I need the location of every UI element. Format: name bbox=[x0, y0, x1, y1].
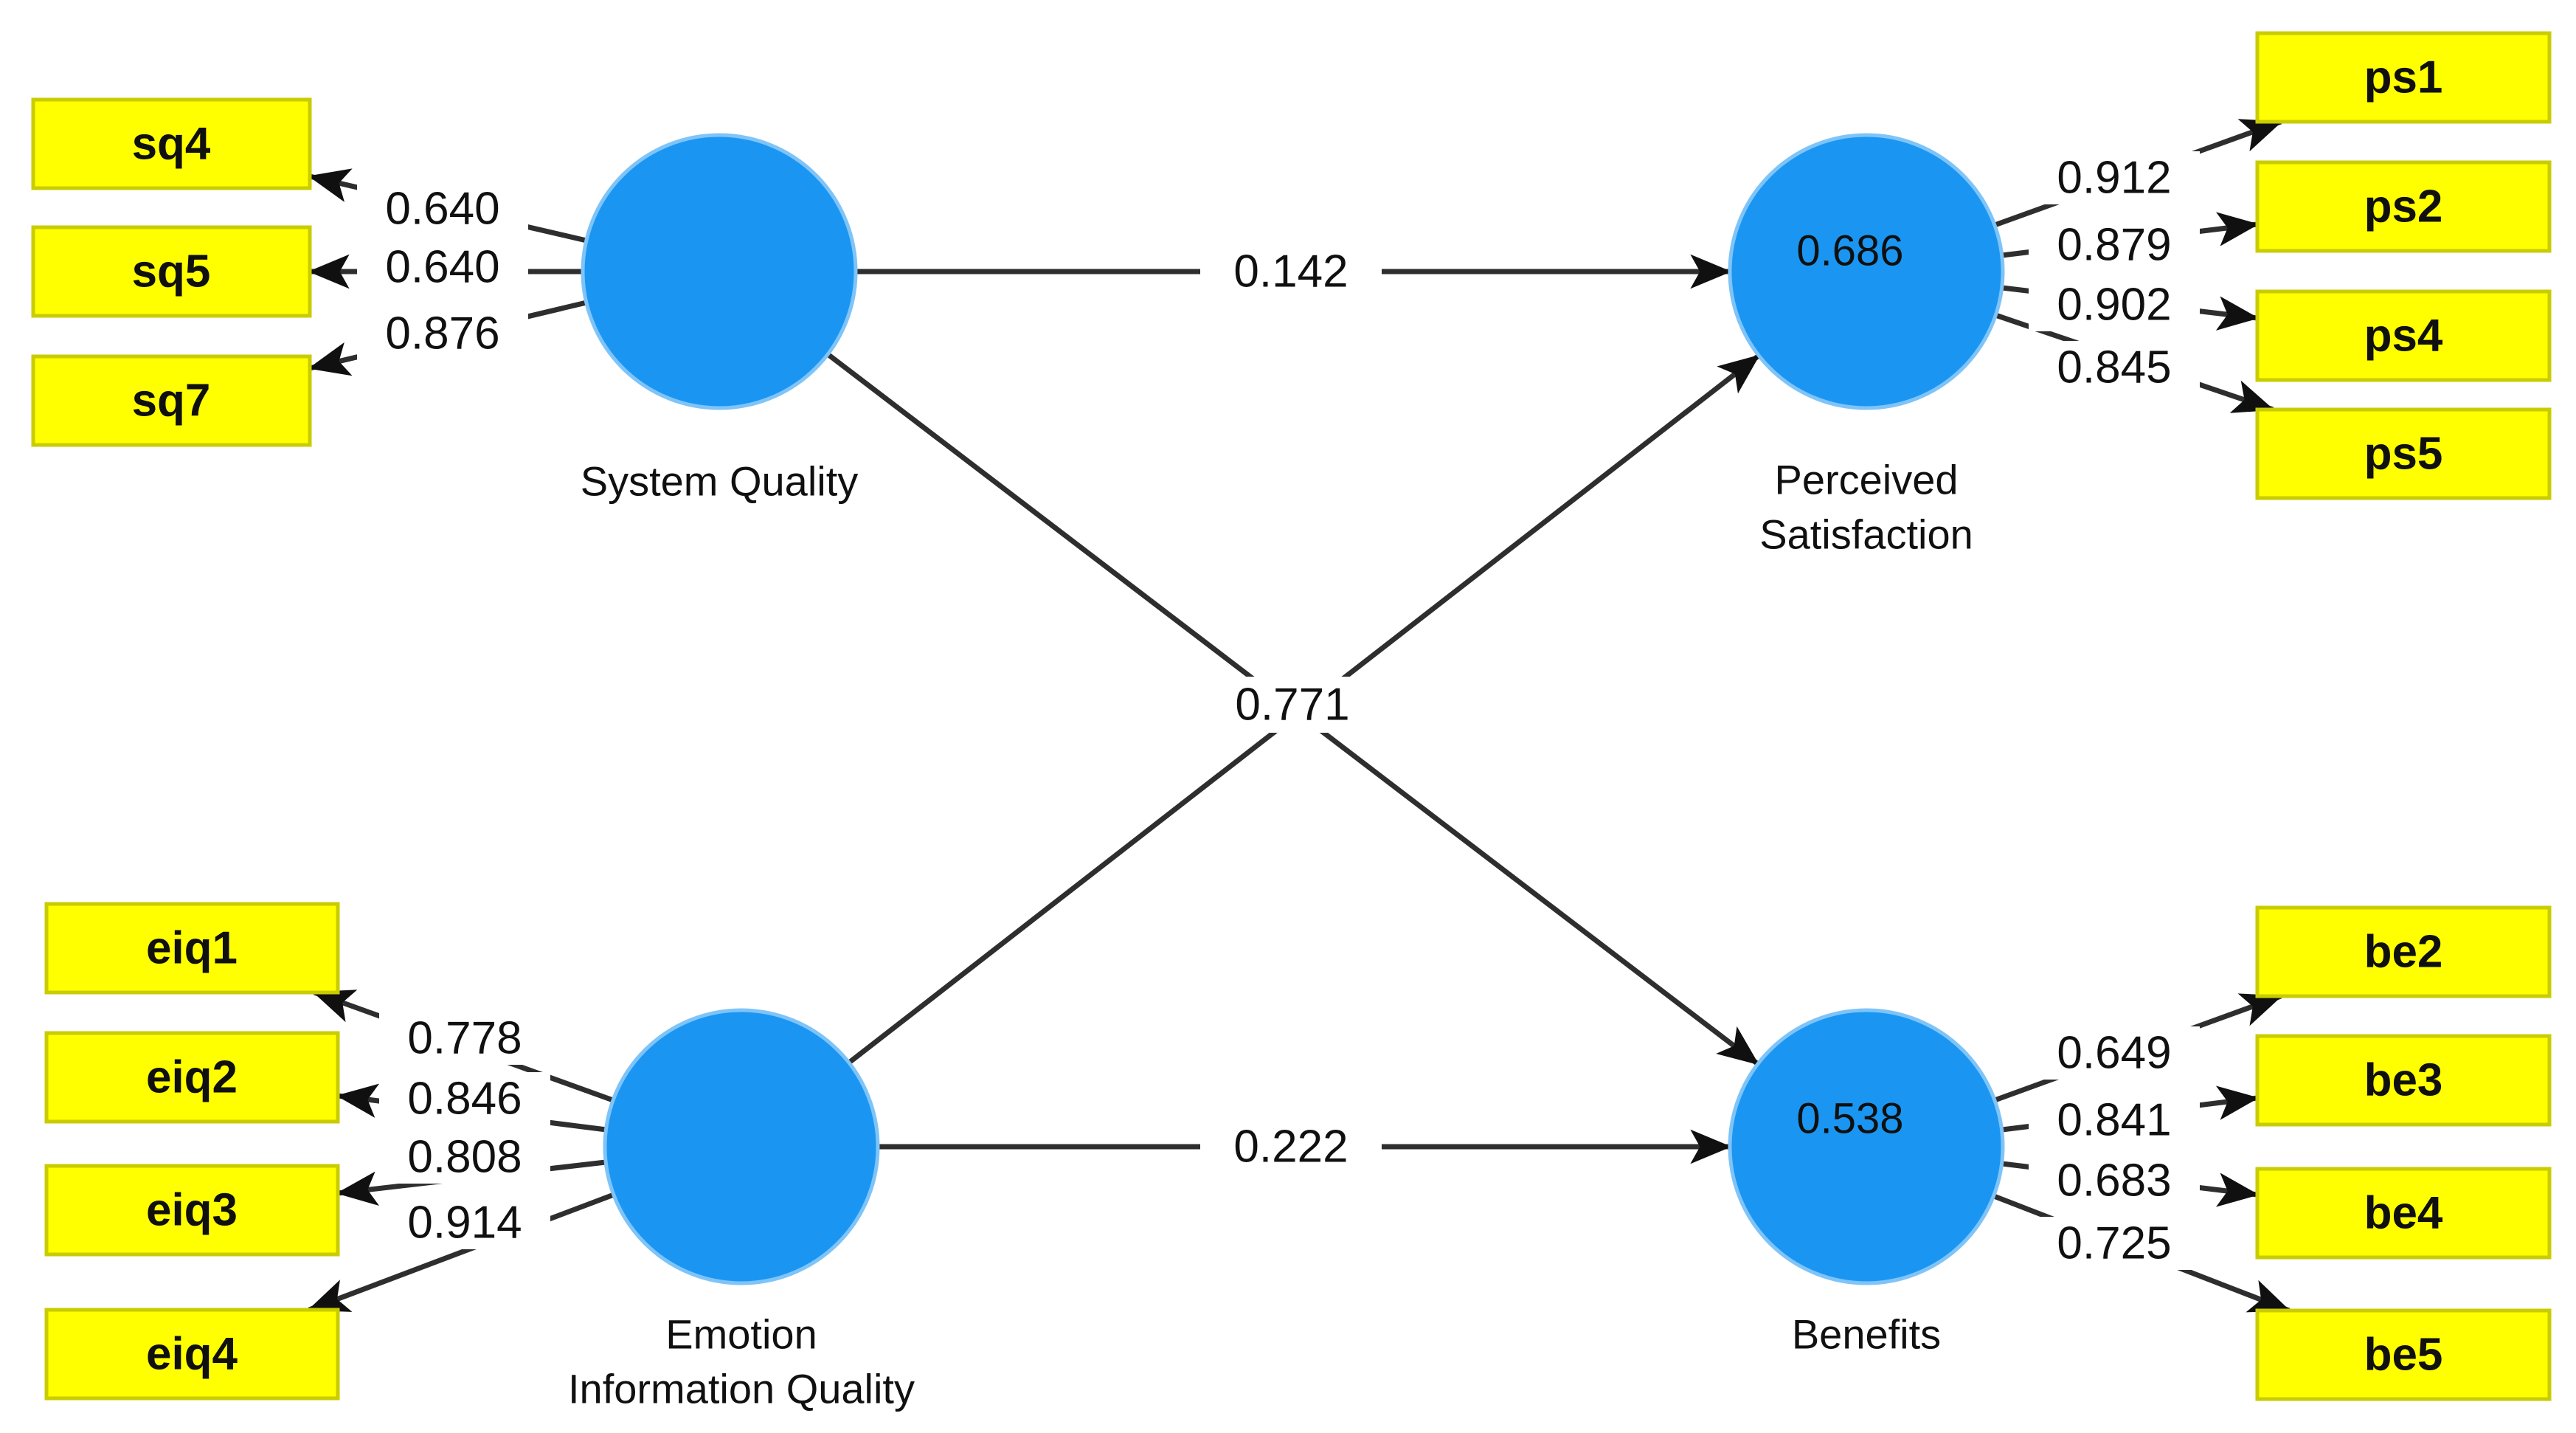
loading-value-eiq3: 0.808 bbox=[407, 1132, 522, 1183]
construct-label-system-quality: System Quality bbox=[581, 458, 859, 505]
loading-values: 0.640 0.640 0.876 0.778 0.846 0.808 0.91… bbox=[357, 151, 2200, 1270]
loading-bg-ps2 bbox=[2029, 218, 2200, 272]
loading-value-eiq4: 0.914 bbox=[407, 1198, 522, 1249]
loading-bg-eiq4 bbox=[379, 1196, 550, 1249]
indicator-box-eiq1 bbox=[44, 902, 340, 995]
loading-bg-eiq1 bbox=[379, 1012, 550, 1065]
path-coefficient-bg-sq-ps bbox=[1200, 244, 1382, 300]
loading-bg-eiq2 bbox=[379, 1072, 550, 1125]
indicator-box-ps5 bbox=[2255, 407, 2552, 500]
loading-bg-sq4 bbox=[357, 182, 528, 235]
loading-value-ps2: 0.879 bbox=[2057, 220, 2171, 271]
indicator-box-ps2 bbox=[2255, 160, 2552, 253]
indicator-label-ps2: ps2 bbox=[2364, 182, 2443, 232]
indicator-label-ps5: ps5 bbox=[2364, 429, 2443, 480]
loading-bg-ps5 bbox=[2029, 341, 2200, 394]
indicator-box-sq5 bbox=[31, 225, 312, 318]
indicator-box-be2 bbox=[2255, 905, 2552, 998]
indicator-label-eiq1: eiq1 bbox=[146, 923, 238, 974]
path-coefficient-bg-crossing bbox=[1202, 677, 1383, 733]
construct-label-emotion-information-quality-line2: Information Quality bbox=[568, 1366, 915, 1412]
construct-label-perceived-satisfaction-line1: Perceived bbox=[1774, 457, 1958, 503]
loading-bg-sq5 bbox=[357, 241, 528, 294]
indicator-label-eiq4: eiq4 bbox=[146, 1329, 238, 1380]
indicator-label-be5: be5 bbox=[2364, 1330, 2443, 1381]
construct-ellipse-perceived-satisfaction bbox=[1728, 133, 2005, 410]
indicator-box-sq7 bbox=[31, 354, 312, 447]
loading-bg-be3 bbox=[2029, 1094, 2200, 1147]
indicator-box-ps1 bbox=[2255, 31, 2552, 124]
indicator-box-be3 bbox=[2255, 1034, 2552, 1127]
path-coefficient-crossing: 0.771 bbox=[1235, 680, 1349, 731]
indicator-box-be4 bbox=[2255, 1167, 2552, 1260]
path-coefficient-labels: 0.142 0.771 0.222 bbox=[1200, 244, 1383, 1175]
loading-value-be4: 0.683 bbox=[2057, 1156, 2171, 1206]
loading-bg-be2 bbox=[2029, 1026, 2200, 1080]
construct-ellipse-benefits bbox=[1728, 1008, 2005, 1285]
loading-value-ps4: 0.902 bbox=[2057, 280, 2171, 331]
loading-value-be3: 0.841 bbox=[2057, 1095, 2171, 1146]
loading-value-eiq1: 0.778 bbox=[407, 1013, 522, 1064]
indicator-box-eiq3 bbox=[44, 1164, 340, 1257]
construct-ellipse-system-quality bbox=[581, 133, 858, 410]
path-coefficient-sq-to-ps: 0.142 bbox=[1233, 246, 1348, 297]
indicator-box-sq4 bbox=[31, 97, 312, 190]
indicator-label-be4: be4 bbox=[2364, 1188, 2443, 1239]
loading-value-eiq2: 0.846 bbox=[407, 1074, 522, 1125]
indicator-boxes bbox=[31, 31, 2552, 1401]
indicator-label-eiq2: eiq2 bbox=[146, 1052, 238, 1103]
indicator-label-eiq3: eiq3 bbox=[146, 1185, 238, 1236]
loading-value-be2: 0.649 bbox=[2057, 1028, 2171, 1079]
path-coefficient-eiq-to-be: 0.222 bbox=[1233, 1122, 1348, 1173]
construct-ellipse-emotion-information-quality bbox=[603, 1008, 880, 1285]
loading-value-ps5: 0.845 bbox=[2057, 342, 2171, 393]
loading-value-be5: 0.725 bbox=[2057, 1218, 2171, 1269]
indicator-label-ps1: ps1 bbox=[2364, 52, 2443, 103]
indicator-label-be3: be3 bbox=[2364, 1055, 2443, 1106]
indicator-label-be2: be2 bbox=[2364, 927, 2443, 978]
indicator-label-ps4: ps4 bbox=[2364, 311, 2443, 362]
loading-bg-be5 bbox=[2029, 1217, 2200, 1270]
loading-value-sq4: 0.640 bbox=[385, 184, 499, 235]
path-coefficient-bg-eiq-be bbox=[1200, 1119, 1382, 1175]
indicator-label-sq7: sq7 bbox=[132, 376, 211, 427]
loading-bg-sq7 bbox=[357, 307, 528, 360]
loading-value-sq7: 0.876 bbox=[385, 308, 499, 359]
indicator-box-eiq2 bbox=[44, 1031, 340, 1124]
indicator-labels: sq4 sq5 sq7 eiq1 eiq2 eiq3 eiq4 ps1 ps2 … bbox=[132, 52, 2443, 1381]
indicator-label-sq4: sq4 bbox=[132, 119, 211, 170]
loading-value-ps1: 0.912 bbox=[2057, 153, 2171, 204]
indicator-box-eiq4 bbox=[44, 1308, 340, 1401]
construct-label-emotion-information-quality-line1: Emotion bbox=[665, 1311, 817, 1358]
loading-bg-ps4 bbox=[2029, 278, 2200, 331]
r-squared-perceived-satisfaction: 0.686 bbox=[1796, 227, 1903, 275]
construct-label-perceived-satisfaction-line2: Satisfaction bbox=[1759, 511, 1973, 558]
loading-bg-eiq3 bbox=[379, 1130, 550, 1184]
indicator-box-ps4 bbox=[2255, 289, 2552, 382]
indicator-box-be5 bbox=[2255, 1308, 2552, 1401]
construct-label-benefits: Benefits bbox=[1792, 1311, 1941, 1358]
loading-arrow-eiq4 bbox=[307, 1192, 615, 1313]
indicator-label-sq5: sq5 bbox=[132, 246, 211, 297]
loading-value-sq5: 0.640 bbox=[385, 242, 499, 293]
loading-bg-ps1 bbox=[2029, 151, 2200, 204]
r-squared-benefits: 0.538 bbox=[1796, 1095, 1903, 1143]
loading-bg-be4 bbox=[2029, 1154, 2200, 1207]
